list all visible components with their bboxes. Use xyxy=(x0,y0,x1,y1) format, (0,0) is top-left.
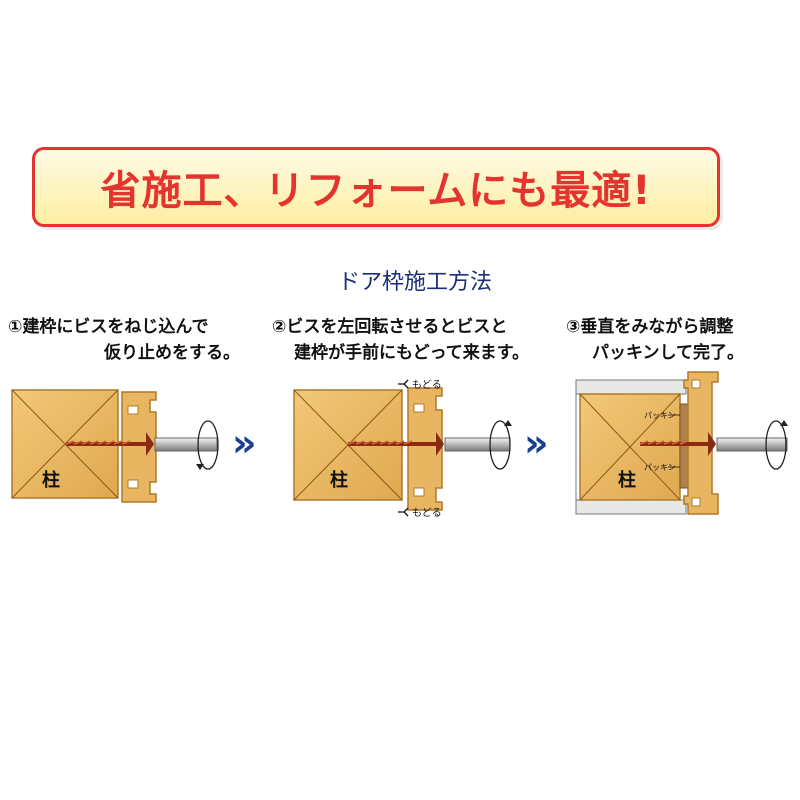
panel-1: 柱 xyxy=(11,389,219,503)
section-title: ドア枠施工方法 xyxy=(337,270,492,295)
pillar-2-label: 柱 xyxy=(330,469,348,491)
step-3-line-2: パッキンして完了。 xyxy=(592,343,744,363)
door-frame-2 xyxy=(407,387,443,511)
step-2-caption: ②ビスを左回転させるとビスと 建枠が手前にもどって来ます。 xyxy=(272,314,529,366)
step-1-line-2: 仮り止めをする。 xyxy=(104,343,240,363)
step-1-caption: ①建枠にビスをねじ込んで 仮り止めをする。 xyxy=(8,314,240,366)
panel-3: 柱 パッキン パッキン xyxy=(575,371,788,515)
screw-2 xyxy=(347,432,444,456)
pillar-3-label: 柱 xyxy=(618,469,636,491)
pillar-1-label: 柱 xyxy=(42,469,60,491)
return-label-bottom: もどる xyxy=(412,507,442,519)
step-3-caption: ③垂直をみながら調整 パッキンして完了。 xyxy=(566,314,744,366)
step-2-line-1: ②ビスを左回転させるとビスと xyxy=(272,317,508,337)
step-1-line-1: ①建枠にビスをねじ込んで xyxy=(8,317,209,337)
panel-2: 柱 もどる もどる xyxy=(293,379,512,519)
headline-banner: 省施工、リフォームにも最適! xyxy=(32,147,720,227)
chevron-arrow-1: » xyxy=(232,421,257,465)
chevron-arrow-2: » xyxy=(524,421,549,465)
return-indicator-top: もどる xyxy=(398,379,442,391)
driver-bit-3 xyxy=(716,437,788,452)
step-2-line-2: 建枠が手前にもどって来ます。 xyxy=(294,343,530,363)
door-frame-1 xyxy=(121,391,157,503)
packing-label-top: パッキン xyxy=(644,411,676,420)
step-3-line-1: ③垂直をみながら調整 xyxy=(566,317,734,337)
packing-label-bottom: パッキン xyxy=(644,463,676,472)
headline-text: 省施工、リフォームにも最適! xyxy=(100,168,652,214)
driver-bit-1 xyxy=(154,437,218,452)
rotation-arrow-3 xyxy=(765,420,788,470)
rotation-arrow-2 xyxy=(489,420,512,470)
driver-bit-2 xyxy=(444,437,511,452)
return-indicator-bottom: もどる xyxy=(398,507,442,519)
rotation-arrow-1 xyxy=(196,420,219,470)
screw-3 xyxy=(639,432,716,456)
wall-3 xyxy=(575,379,687,515)
return-label-top: もどる xyxy=(412,379,442,391)
screw-1 xyxy=(65,432,154,456)
pillar-3: 柱 xyxy=(579,393,681,501)
